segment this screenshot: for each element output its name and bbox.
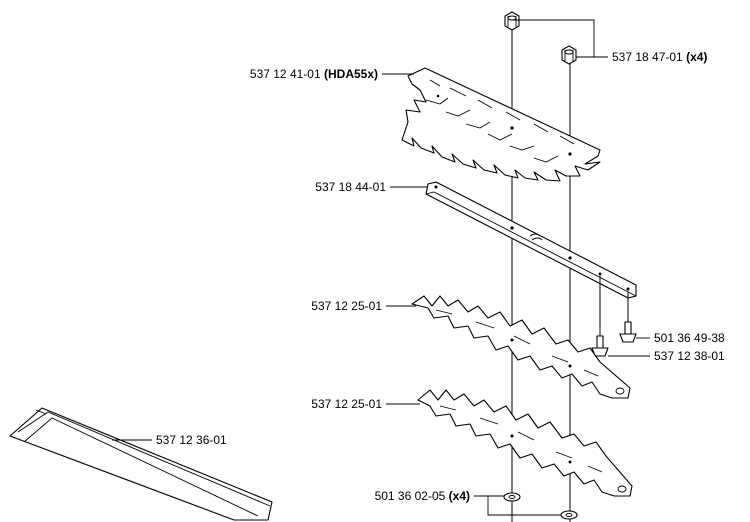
nut-right — [561, 45, 577, 65]
guide-plate — [425, 181, 637, 299]
label-blade-top: 537 12 41-01 (HDA55x) — [250, 67, 378, 81]
washer-left — [503, 492, 521, 502]
screw-a — [619, 321, 637, 343]
nut-leader — [512, 19, 608, 58]
label-blade-lower: 537 12 25-01 — [311, 397, 382, 411]
label-blade-upper: 537 12 25-01 — [311, 299, 382, 313]
guard — [9, 407, 273, 521]
label-guard: 537 12 36-01 — [156, 433, 227, 447]
blade-upper — [411, 295, 631, 399]
label-nut: 537 18 47-01 (x4) — [612, 50, 707, 64]
label-guide-plate: 537 18 44-01 — [315, 180, 386, 194]
washer-leader — [474, 495, 561, 516]
blade-top — [401, 67, 601, 182]
washer-right — [560, 510, 578, 520]
blade-lower — [417, 389, 633, 497]
label-washer: 501 36 02-05 (x4) — [375, 489, 470, 503]
label-screw-b: 537 12 38-01 — [654, 349, 725, 363]
label-screw-a: 501 36 49-38 — [654, 331, 725, 345]
screw-b — [591, 335, 609, 357]
nut-left — [504, 11, 520, 31]
